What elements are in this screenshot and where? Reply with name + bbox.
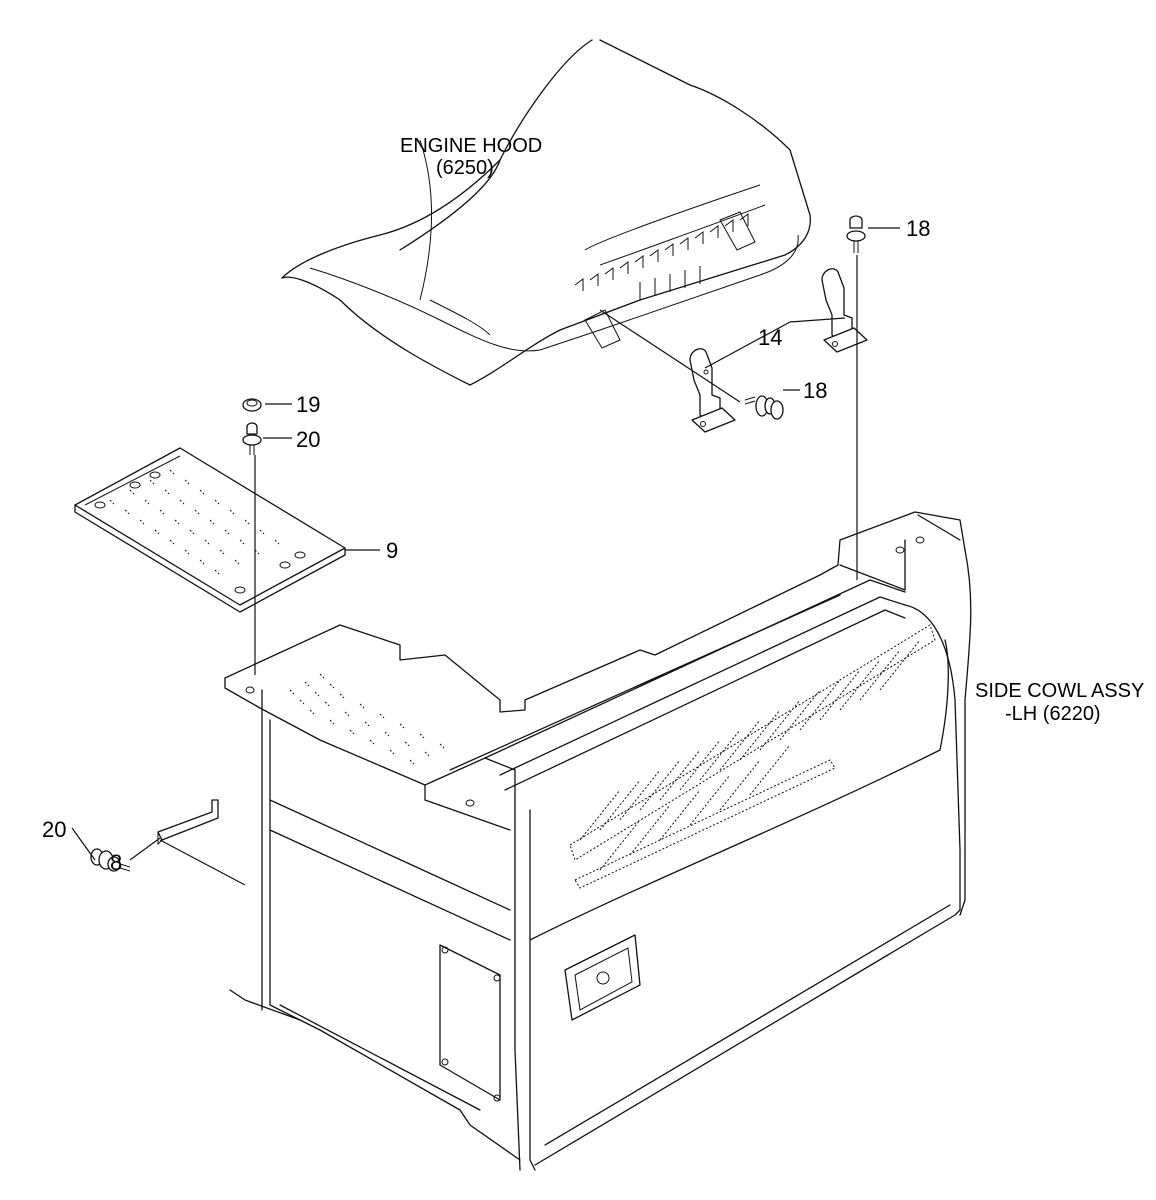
callout-14: 14 <box>758 325 782 350</box>
callout-20-left: 20 <box>42 817 66 842</box>
callout-leaders <box>71 227 900 861</box>
step-plate-holes <box>94 469 306 594</box>
latch-right <box>821 268 868 353</box>
assembly-lines <box>159 255 858 886</box>
step-plate <box>74 447 346 613</box>
latch-left <box>689 348 736 433</box>
callout-18-mid: 18 <box>803 378 827 403</box>
callout-20-top: 20 <box>296 427 320 452</box>
callout-9: 9 <box>386 538 398 563</box>
side-cowl-label-line2: -LH (6220) <box>1005 703 1101 725</box>
callout-8: 8 <box>110 850 122 875</box>
bolt-20-left <box>90 848 131 872</box>
cowl-door-handle <box>564 934 641 1021</box>
engine-hood-label-line2: (6250) <box>436 157 494 179</box>
bolt-18-top <box>846 215 866 253</box>
callout-18-top: 18 <box>906 216 930 241</box>
callout-19: 19 <box>296 392 320 417</box>
engine-hood: ENGINE HOOD (6250) <box>281 39 811 386</box>
washer-19 <box>242 398 262 412</box>
side-cowl-label-line1: SIDE COWL ASSY <box>975 680 1144 702</box>
engine-hood-label-line1: ENGINE HOOD <box>400 135 542 157</box>
bolt-18-mid <box>744 395 784 420</box>
handle-bar-8 <box>157 799 219 846</box>
side-cowl: SIDE COWL ASSY -LH (6220) <box>224 511 1144 1171</box>
bolt-20-top <box>242 422 262 455</box>
cowl-vent-grille <box>569 624 936 889</box>
hood-vent-slots <box>574 184 766 300</box>
